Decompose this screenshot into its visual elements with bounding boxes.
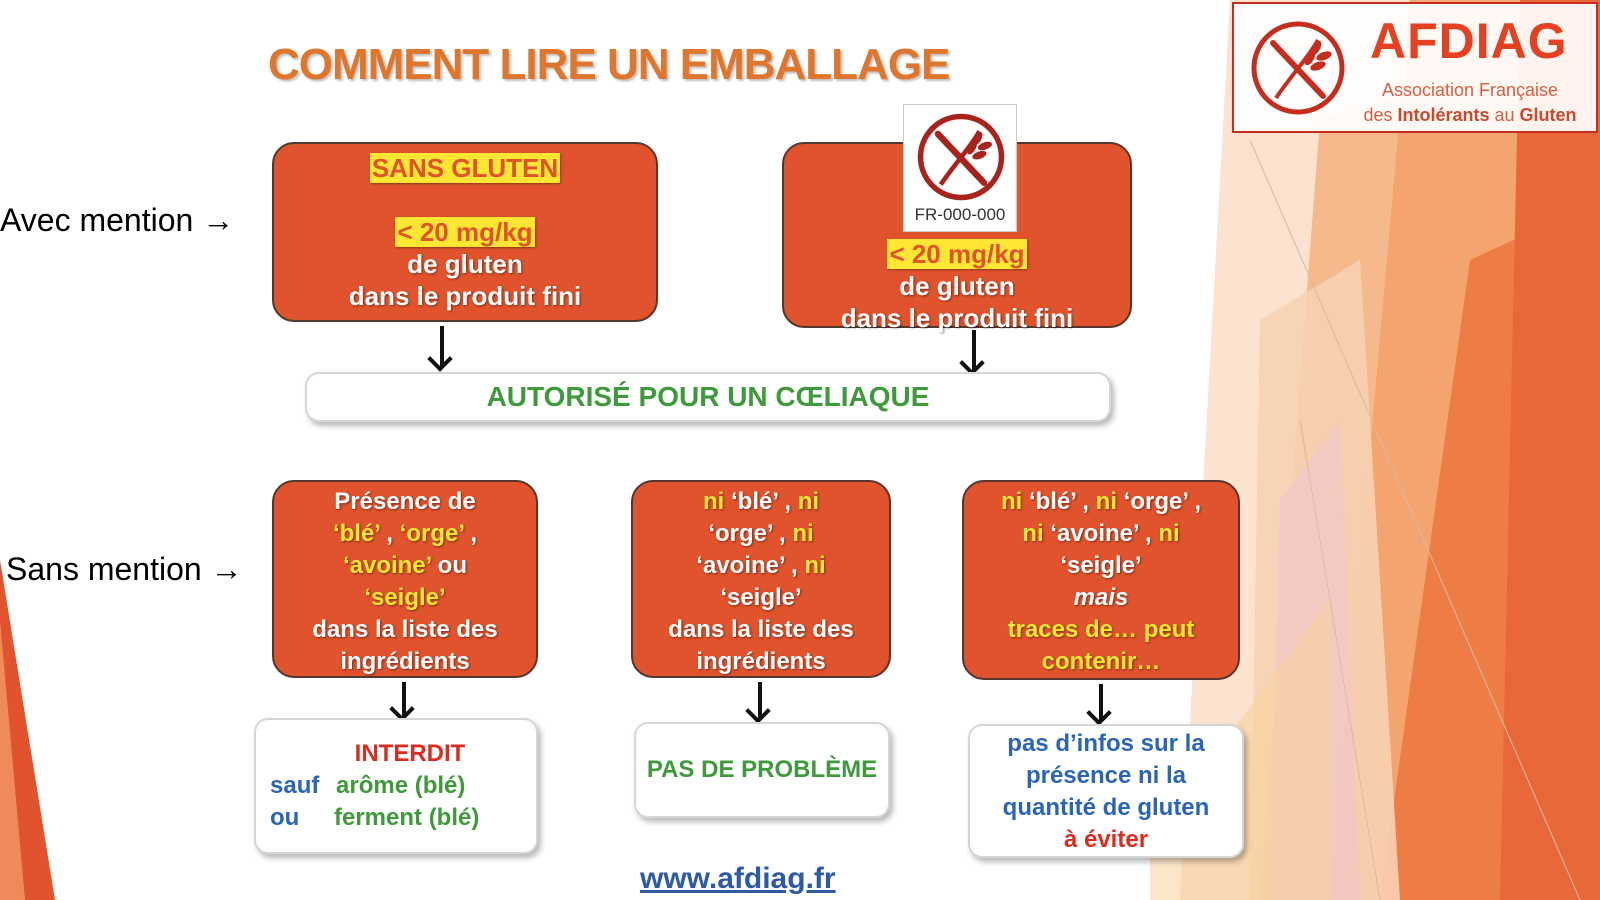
traces-comma: ,: [1138, 520, 1159, 547]
logo-subtitle: Association Française des Intolérants au…: [1345, 78, 1595, 128]
arrow-down-icon: [402, 682, 406, 716]
absence-line6: ingrédients: [696, 648, 826, 675]
unknown-line2: présence ni la: [1025, 762, 1187, 789]
absence-comma: ,: [777, 488, 798, 515]
traces-line: traces de… peut: [1007, 616, 1195, 643]
logo-sub-mid: au: [1489, 105, 1520, 125]
result-a-eviter: pas d’infos sur la présence ni la quanti…: [968, 724, 1244, 858]
logo-barre-line1: de gluten: [899, 271, 1015, 301]
traces-mais: mais: [1073, 584, 1129, 611]
arrow-down-icon: [1099, 684, 1103, 720]
unknown-line3: quantité de gluten: [1002, 794, 1210, 821]
result-pas-de-probleme: PAS DE PROBLÈME: [634, 722, 890, 818]
arrow-down-icon: [440, 326, 444, 366]
presence-line6: ingrédients: [340, 648, 470, 675]
sans-gluten-line1: de gluten: [407, 249, 523, 279]
arrow-down-icon: [758, 682, 762, 718]
absence-ni: ni: [792, 520, 814, 547]
absence-comma: ,: [784, 552, 805, 579]
website-link[interactable]: www.afdiag.fr: [640, 862, 836, 895]
crossed-grain-icon: [917, 113, 1005, 201]
page-title: COMMENT LIRE UN EMBALLAGE: [268, 40, 950, 89]
unknown-line1: pas d’infos sur la: [1007, 730, 1205, 757]
traces-avoine: ‘avoine’: [1050, 520, 1139, 547]
arrow-down-icon: [972, 330, 976, 370]
absence-ble: ‘blé’: [730, 488, 778, 515]
presence-ble: ‘blé’: [332, 520, 380, 547]
row-label-without-mention: Sans mention →: [6, 551, 243, 587]
traces-contenir: contenir…: [1041, 648, 1161, 675]
interdit-ou: ou: [270, 804, 300, 831]
presence-ou: ou: [431, 552, 468, 579]
absence-ni: ni: [804, 552, 826, 579]
box-presence-cereals: Présence de ‘blé’ , ‘orge’ , ‘avoine’ ou…: [272, 480, 538, 678]
absence-comma: ,: [772, 520, 793, 547]
absence-seigle: ‘seigle’: [720, 584, 802, 611]
absence-line5: dans la liste des: [668, 616, 854, 643]
authorized-banner: AUTORISÉ POUR UN CŒLIAQUE: [305, 372, 1111, 422]
crossed-grain-certificate: FR-000-000: [903, 104, 1017, 232]
presence-line1: Présence de: [334, 488, 476, 515]
traces-orge: ‘orge’: [1123, 488, 1188, 515]
logo-barre-line2: dans le produit fini: [840, 303, 1074, 333]
logo-name: AFDIAG: [1370, 13, 1568, 69]
interdit-title: INTERDIT: [354, 740, 466, 767]
presence-sep2: ,: [463, 520, 478, 547]
traces-comma: ,: [1075, 488, 1096, 515]
sans-gluten-line2: dans le produit fini: [348, 281, 582, 311]
traces-ble: ‘blé’: [1028, 488, 1076, 515]
result-interdit: INTERDIT sauf arôme (blé) ou ferment (blé): [254, 718, 538, 854]
presence-sep1: ,: [379, 520, 400, 547]
box-traces: ni ‘blé’ , ni ‘orge’ , ni ‘avoine’ , ni …: [962, 480, 1240, 680]
logo-sub-pre: des: [1363, 105, 1398, 125]
absence-orge: ‘orge’: [708, 520, 773, 547]
interdit-arome: arôme (blé): [336, 772, 466, 799]
presence-seigle: ‘seigle’: [364, 584, 446, 611]
logo-sub-bold2: Gluten: [1519, 105, 1577, 125]
row-label-with-mention: Avec mention →: [0, 202, 235, 238]
traces-ni: ni: [1000, 488, 1023, 515]
box-absence-cereals: ni ‘blé’ , ni ‘orge’ , ni ‘avoine’ , ni …: [631, 480, 891, 678]
logo-subtitle-line1: Association Française: [1381, 80, 1559, 100]
traces-ni: ni: [1095, 488, 1117, 515]
unknown-line4: à éviter: [1063, 826, 1149, 853]
traces-seigle: ‘seigle’: [1060, 552, 1142, 579]
absence-ni: ni: [702, 488, 725, 515]
interdit-ferment: ferment (blé): [334, 804, 480, 831]
presence-line5: dans la liste des: [312, 616, 498, 643]
presence-avoine: ‘avoine’: [342, 552, 432, 579]
logo-subtitle-line2: des Intolérants au Gluten: [1345, 103, 1595, 128]
absence-avoine: ‘avoine’: [696, 552, 785, 579]
sans-gluten-threshold: < 20 mg/kg: [395, 217, 535, 247]
logo-sub-bold1: Intolérants: [1397, 105, 1490, 125]
traces-ni: ni: [1022, 520, 1044, 547]
sans-gluten-heading: SANS GLUTEN: [369, 153, 561, 183]
presence-orge: ‘orge’: [399, 520, 464, 547]
logo-barre-threshold: < 20 mg/kg: [887, 239, 1027, 269]
traces-ni: ni: [1158, 520, 1180, 547]
interdit-sauf: sauf: [270, 772, 320, 799]
crossed-grain-logo-icon: [1251, 21, 1345, 115]
certificate-code: FR-000-000: [914, 205, 1006, 224]
box-sans-gluten: SANS GLUTEN < 20 mg/kg de gluten dans le…: [272, 142, 658, 322]
traces-comma: ,: [1187, 488, 1202, 515]
absence-ni: ni: [797, 488, 820, 515]
